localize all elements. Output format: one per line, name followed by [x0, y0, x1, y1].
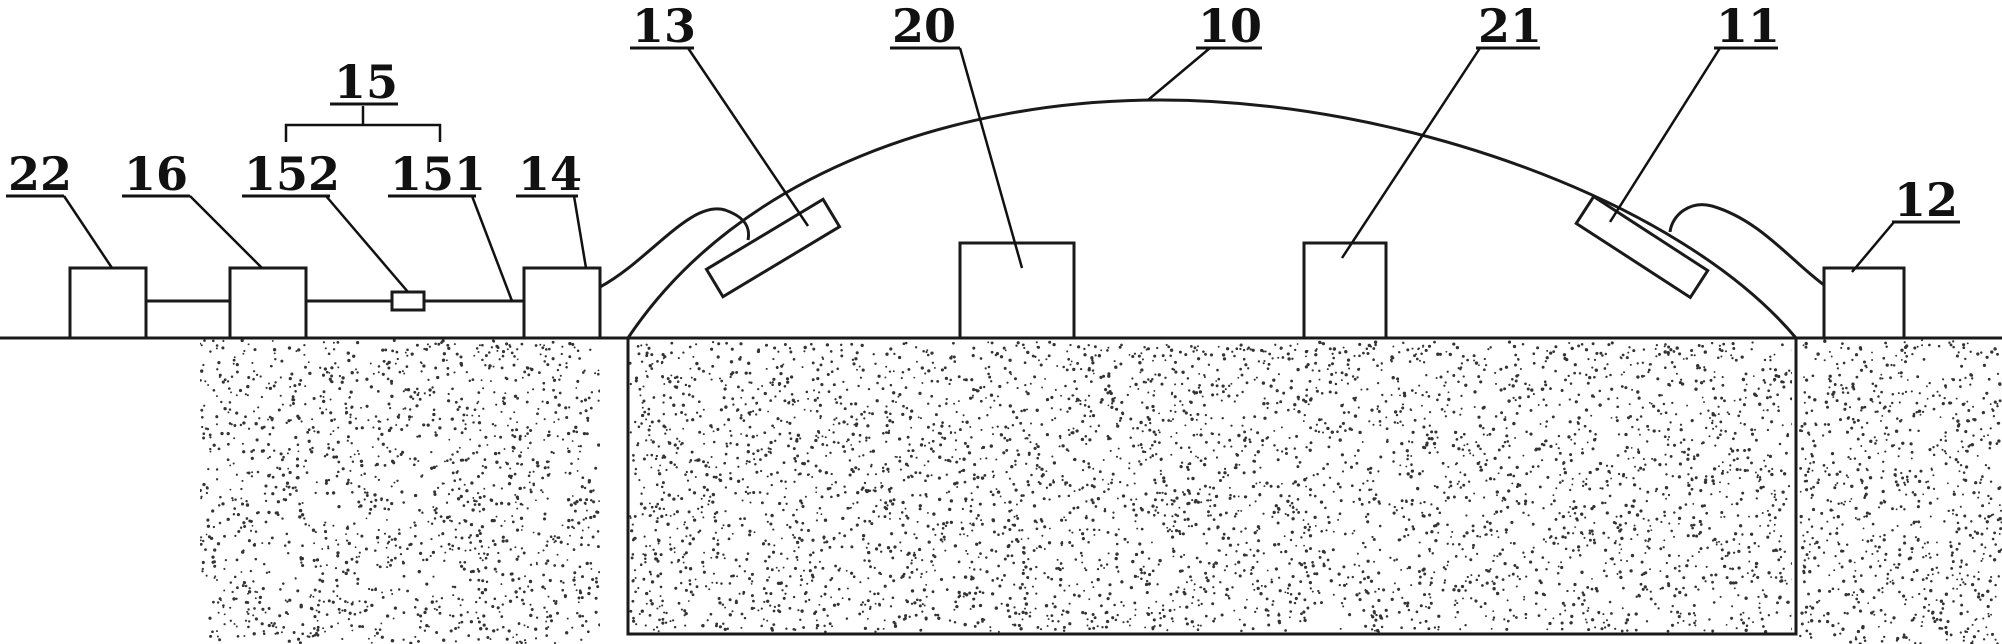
label-13-group: 13 — [630, 0, 696, 53]
leader-13 — [686, 47, 810, 227]
label-20-group: 20 — [890, 0, 960, 53]
label-21-group: 21 — [1476, 0, 1542, 53]
soil-region-left — [200, 338, 600, 644]
label-16-group: 16 — [122, 147, 190, 201]
leader-12 — [1851, 221, 1895, 273]
component-20 — [958, 241, 1076, 340]
label-15: 15 — [334, 55, 398, 109]
valve-152 — [390, 290, 426, 312]
component-16 — [228, 266, 308, 340]
label-14-group: 14 — [516, 147, 582, 201]
label-12-group: 12 — [1892, 173, 1960, 227]
leader-20 — [958, 47, 1024, 269]
leader-11 — [1608, 47, 1722, 223]
leader-21 — [1340, 47, 1482, 259]
component-22 — [68, 266, 148, 340]
component-21 — [1302, 241, 1388, 340]
label-13: 13 — [632, 0, 696, 53]
label-12: 12 — [1894, 173, 1958, 227]
leader-14 — [572, 195, 588, 269]
label-14: 14 — [518, 147, 582, 201]
label-151: 151 — [390, 147, 486, 201]
component-12 — [1822, 266, 1906, 340]
label-10: 10 — [1198, 0, 1262, 53]
leader-10 — [1147, 47, 1211, 101]
label-21: 21 — [1478, 0, 1542, 53]
label-11-group: 11 — [1714, 0, 1780, 53]
underground-pit — [626, 336, 1798, 636]
label-11: 11 — [1716, 0, 1780, 53]
label-15-group: 15 — [330, 55, 398, 109]
leader-22 — [62, 195, 114, 269]
label-22: 22 — [8, 147, 72, 201]
nozzle-13 — [704, 197, 842, 299]
nozzle-11 — [1574, 194, 1710, 300]
soil-region-right — [1798, 339, 2002, 644]
label-152-group: 152 — [242, 147, 340, 201]
label-10-group: 10 — [1196, 0, 1262, 53]
soil-region-center — [628, 340, 1792, 634]
hose-14-13 — [599, 207, 751, 289]
dome-cover — [626, 98, 1798, 339]
label-16: 16 — [124, 147, 188, 201]
label-152: 152 — [244, 147, 340, 201]
leader-151 — [470, 195, 514, 302]
hose-11-12 — [1668, 203, 1825, 287]
bracket-15 — [284, 123, 442, 142]
label-22-group: 22 — [6, 147, 72, 201]
component-14 — [522, 266, 602, 340]
label-20: 20 — [892, 0, 956, 53]
leader-16 — [189, 195, 263, 269]
label-151-group: 151 — [388, 147, 486, 201]
leader-152 — [325, 195, 409, 293]
